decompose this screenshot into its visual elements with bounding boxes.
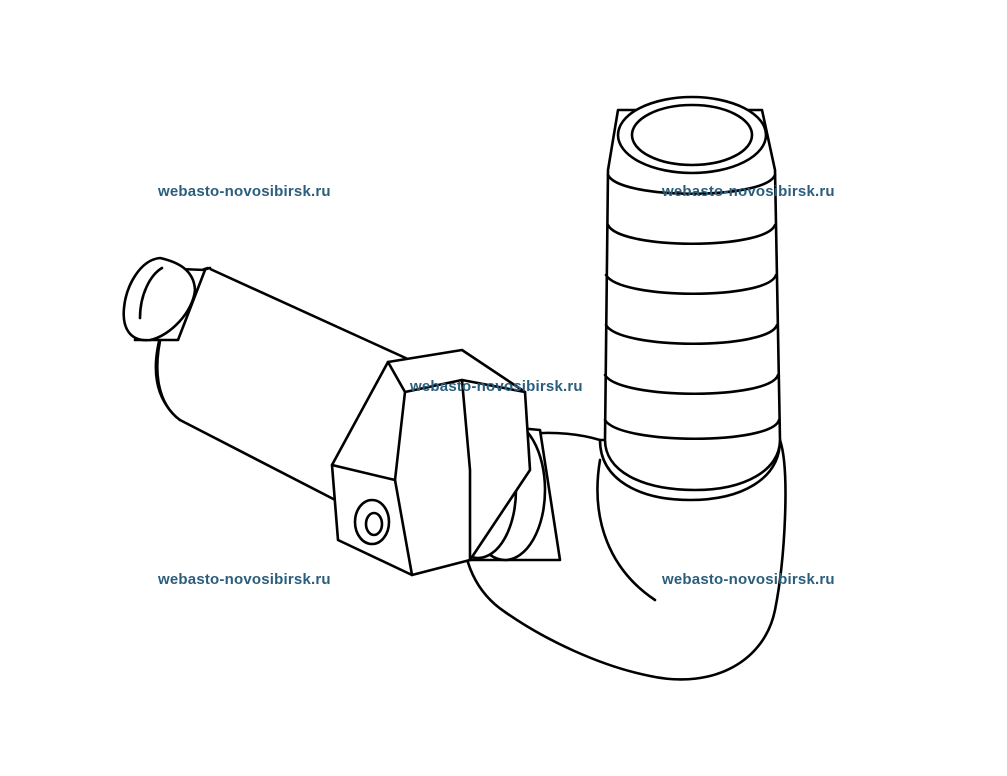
barb-rib-5 <box>603 373 780 395</box>
hex-face-right <box>460 378 472 562</box>
hex-face-lower <box>393 478 414 577</box>
barb-rib-4 <box>604 323 779 345</box>
nipple-edge <box>138 266 164 320</box>
barb-rib-3 <box>604 273 778 295</box>
elbow-inner-curve <box>596 458 657 602</box>
hose-barb <box>603 95 782 492</box>
nipple-tip <box>122 256 197 342</box>
barb-rib-2 <box>606 223 777 245</box>
bleed-hole-inner <box>364 511 384 537</box>
hex-face-left <box>330 360 407 482</box>
barb-mouth-outer <box>616 95 768 175</box>
barb-mouth-inner <box>630 103 754 167</box>
barb-rib-6 <box>603 418 781 440</box>
barb-body <box>603 108 782 492</box>
barb-rib-1 <box>606 173 777 195</box>
hex-nut <box>330 348 532 577</box>
elbow-socket-rim <box>598 438 782 502</box>
bleed-hole <box>353 498 391 546</box>
